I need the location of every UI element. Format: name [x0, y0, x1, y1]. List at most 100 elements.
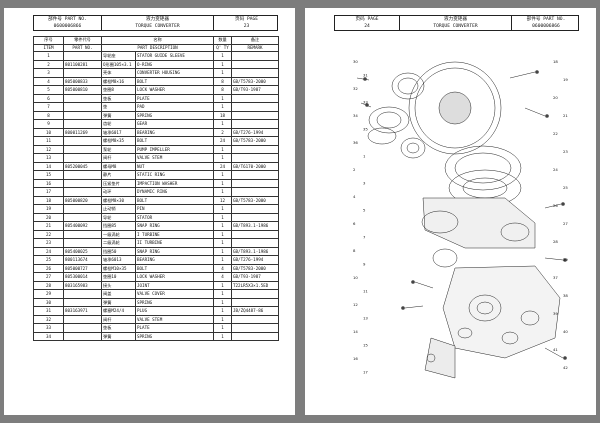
cell-desc-en: JOINT	[134, 280, 215, 290]
part-number-value: 0600006866	[532, 24, 560, 29]
cell-qty: 1	[213, 255, 233, 265]
page-number-cell: 页码 PAGE 23	[214, 16, 279, 30]
part-number-cell: 部件号 PART NO. 0600006866	[34, 16, 102, 30]
cell-item: 1	[33, 51, 64, 61]
part-number-label: 部件号 PART NO.	[48, 17, 87, 22]
cell-desc-cn: 轴承6013	[101, 255, 136, 265]
callout-label: 16	[353, 356, 358, 361]
stator-ring	[368, 106, 410, 134]
cell-remark	[231, 187, 280, 197]
callout-label: 2	[353, 167, 356, 172]
title-en: TORQUE CONVERTER	[433, 24, 478, 29]
callout-label: 36	[353, 140, 358, 145]
cell-item: 18	[33, 195, 64, 205]
page-label: 页码 PAGE	[355, 17, 379, 22]
header-qty-cn: 数量	[213, 36, 233, 45]
callout-label: 33	[363, 100, 368, 105]
cell-part-no: 801100281	[63, 59, 102, 69]
cell-qty: 18	[213, 110, 233, 120]
title-en: TORQUE CONVERTER	[135, 24, 180, 29]
cell-desc-en: STATIC RING	[134, 170, 215, 180]
callout-label: 29	[563, 257, 568, 262]
cell-item: 34	[33, 331, 64, 341]
table-header-row-en: ITEM PART NO. PART DESCRIPTION Q' TY REM…	[33, 43, 280, 52]
callout-label: 31	[363, 73, 368, 78]
header-item-cn: 序号	[33, 36, 64, 45]
callout-label: 14	[353, 329, 358, 334]
header-remark: REMARK	[231, 43, 280, 52]
cell-desc-en: VALVE STEM	[134, 314, 215, 324]
cell-qty: 24	[213, 136, 233, 146]
callout-label: 28	[553, 239, 558, 244]
cell-qty: 1	[213, 212, 233, 222]
header-partno: PART NO.	[63, 43, 102, 52]
cell-item: 4	[33, 76, 64, 86]
callout-label: 23	[563, 149, 568, 154]
cell-desc-cn: 动环	[101, 187, 136, 197]
cell-desc-en: SNAP RING	[134, 221, 215, 231]
callout-label: 34	[353, 113, 358, 118]
part-number-value: 0600006866	[53, 24, 82, 29]
cell-remark	[231, 110, 280, 120]
cell-desc-en: CONVERTER HOUSING	[134, 68, 215, 78]
page-label: 页码 PAGE	[234, 17, 259, 22]
callout-label: 30	[353, 59, 358, 64]
title-cell: 液力变矩器 TORQUE CONVERTER	[400, 16, 512, 30]
cell-part-no	[63, 212, 102, 222]
cell-qty: 1	[213, 297, 233, 307]
cell-part-no	[63, 187, 102, 197]
cell-item: 19	[33, 204, 64, 214]
cell-item: 29	[33, 289, 64, 299]
callout-label: 39	[553, 311, 558, 316]
callout-label: 8	[353, 248, 356, 253]
cell-qty: 1	[213, 93, 233, 103]
cell-qty: 2	[213, 127, 233, 137]
cell-desc-en: BOLT	[134, 136, 215, 146]
cell-qty: 1	[213, 68, 233, 78]
callout-label: 12	[353, 302, 358, 307]
cell-desc-en: IMPACTION WASHER	[134, 178, 215, 188]
cell-desc-en: BOLT	[134, 195, 215, 205]
valve-cover	[424, 337, 456, 379]
cell-desc-cn: 泵轮	[101, 144, 136, 154]
callout-label: 42	[563, 365, 568, 370]
cell-qty: 1	[213, 238, 233, 248]
housing-flange	[408, 61, 502, 155]
cell-part-no	[63, 51, 102, 61]
cell-item: 9	[33, 119, 64, 129]
pump-impeller	[391, 72, 425, 100]
cell-desc-en: PAD	[134, 102, 215, 112]
gear	[400, 137, 426, 159]
cell-part-no	[63, 331, 102, 341]
cell-remark	[231, 229, 280, 239]
cell-qty: 1	[213, 51, 233, 61]
cell-item: 26	[33, 263, 64, 273]
cell-desc-cn: 齿轮	[101, 119, 136, 129]
cell-remark	[231, 59, 280, 69]
cell-desc-cn: 弹簧	[101, 297, 136, 307]
cell-remark	[231, 144, 280, 154]
cell-qty: 1	[213, 59, 233, 69]
callout-label: 21	[563, 113, 568, 118]
cell-remark	[231, 93, 280, 103]
cell-desc-cn: 挡圈50	[101, 246, 136, 256]
table-header-row-cn: 序号 零件代号 名称 数量 备注	[33, 36, 280, 45]
cell-qty: 1	[213, 102, 233, 112]
cell-desc-cn: 螺栓M10×35	[101, 263, 136, 273]
cell-desc-cn: 导轮	[101, 212, 136, 222]
cell-desc-cn: 静片	[101, 170, 136, 180]
cell-part-no	[63, 144, 102, 154]
cell-desc-cn: 阀杆	[101, 314, 136, 324]
cell-part-no	[63, 68, 102, 78]
cell-qty: 1	[213, 153, 233, 163]
callout-label: 7	[363, 235, 366, 240]
cell-part-no	[63, 136, 102, 146]
